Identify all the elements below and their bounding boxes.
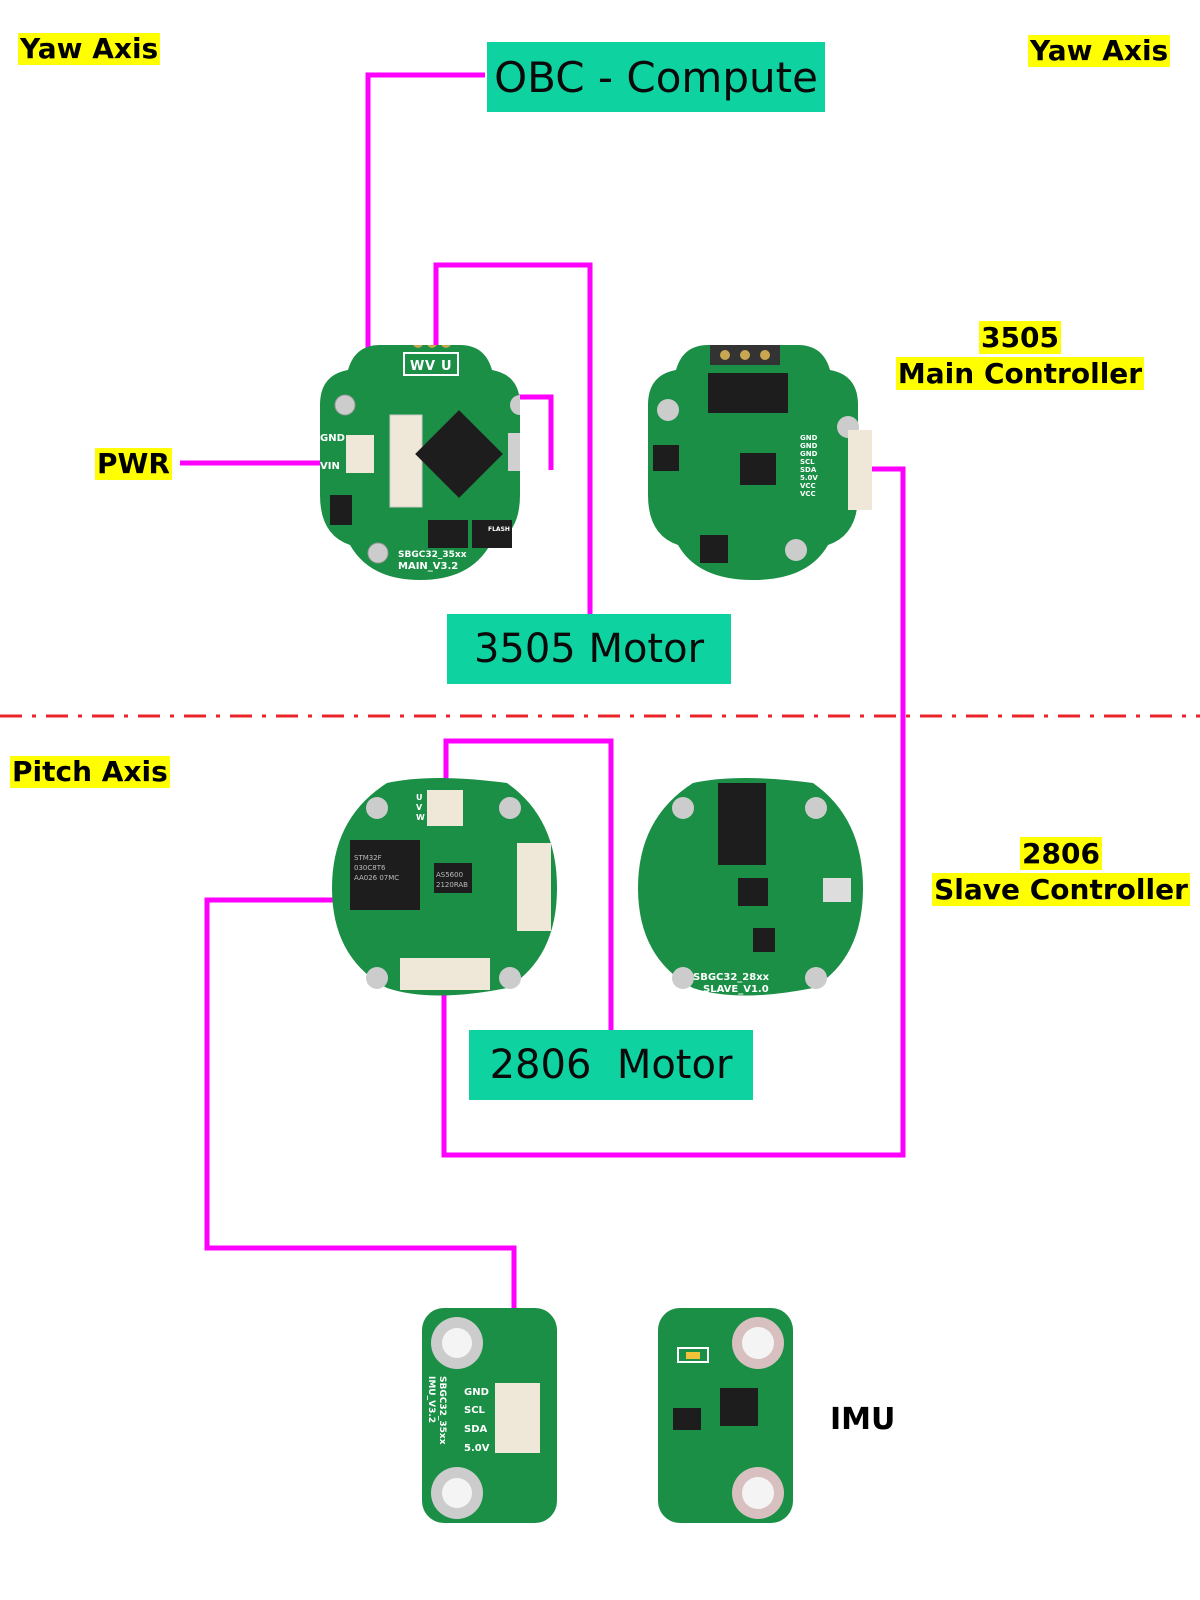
back-pin-3: GND	[800, 450, 818, 458]
back-pin-8: VCC	[800, 490, 816, 498]
slave-model-text: SBGC32_28xx	[693, 972, 770, 983]
silk-u: U	[441, 359, 452, 374]
wire-slave-to-2806-motor	[443, 738, 614, 1030]
mcu-line-1: STM32F	[354, 854, 382, 862]
flash-label: FLASH	[488, 526, 510, 533]
silk-w: W	[410, 359, 424, 374]
encoder-line-2: 2120RAB	[436, 881, 468, 889]
slave-controller-board-front: U V W STM32F 030C8T6 AA026 07MC AS5600 2…	[332, 778, 557, 996]
wire-main-to-slave	[441, 466, 906, 1158]
mcu-line-3: AA026 07MC	[354, 874, 399, 882]
wire-main-to-3505-motor	[433, 262, 593, 614]
pwr-label: PWR	[95, 447, 172, 481]
motor-3505-box: 3505 Motor	[447, 614, 731, 684]
imu-model-text: SBGC32_35xx	[437, 1376, 447, 1445]
slave-controller-number: 2806	[1020, 837, 1102, 870]
encoder-line-1: AS5600	[436, 871, 463, 879]
imu-pin-5v: 5.0V	[464, 1443, 490, 1454]
slave-controller-name: Slave Controller	[932, 873, 1190, 907]
main-controller-board-back: GND GND GND SCL SDA 5.0V VCC VCC	[648, 345, 872, 580]
slave-controller-label: 2806 Slave Controller	[932, 836, 1190, 909]
main-controller-number: 3505	[979, 321, 1061, 354]
main-controller-board-front: W V U GND VIN SBGC32_35xx MAIN_V3.2 FLAS…	[320, 345, 520, 580]
slave-controller-board-back: SBGC32_28xx SLAVE_V1.0	[638, 778, 863, 996]
back-pin-6: 5.0V	[800, 474, 818, 482]
slave-silk-u: U	[416, 793, 423, 802]
mcu-line-2: 030C8T6	[354, 864, 386, 872]
imu-board-back	[658, 1308, 793, 1523]
silk-v: V	[425, 359, 435, 374]
back-pin-2: GND	[800, 442, 818, 450]
slave-version-text: SLAVE_V1.0	[703, 984, 769, 995]
imu-pin-sda: SDA	[464, 1424, 488, 1435]
main-version-text: MAIN_V3.2	[398, 561, 458, 572]
imu-pin-gnd: GND	[464, 1387, 489, 1398]
imu-pin-scl: SCL	[464, 1405, 486, 1416]
silk-gnd: GND	[320, 433, 345, 444]
imu-label: IMU	[830, 1402, 896, 1437]
imu-version-text: IMU_V3.2	[426, 1376, 436, 1423]
yaw-axis-label-left: Yaw Axis	[18, 32, 161, 66]
back-pin-7: VCC	[800, 482, 816, 490]
slave-silk-v: V	[416, 803, 423, 812]
motor-2806-box: 2806 Motor	[469, 1030, 753, 1100]
imu-board-front: GND SCL SDA 5.0V SBGC32_35xx IMU_V3.2	[422, 1308, 557, 1523]
obc-compute-box: OBC - Compute	[487, 42, 825, 112]
back-pin-4: SCL	[800, 458, 815, 466]
main-model-text: SBGC32_35xx	[398, 550, 467, 560]
slave-silk-w: W	[416, 813, 425, 822]
silk-vin: VIN	[320, 461, 340, 472]
wire-slave-to-imu	[204, 897, 531, 1416]
back-pin-5: SDA	[800, 466, 817, 474]
yaw-axis-label-right: Yaw Axis	[1028, 34, 1171, 68]
pitch-axis-label: Pitch Axis	[10, 755, 170, 789]
back-pin-1: GND	[800, 434, 818, 442]
main-controller-name: Main Controller	[895, 357, 1145, 391]
main-controller-label: 3505 Main Controller	[895, 320, 1145, 393]
